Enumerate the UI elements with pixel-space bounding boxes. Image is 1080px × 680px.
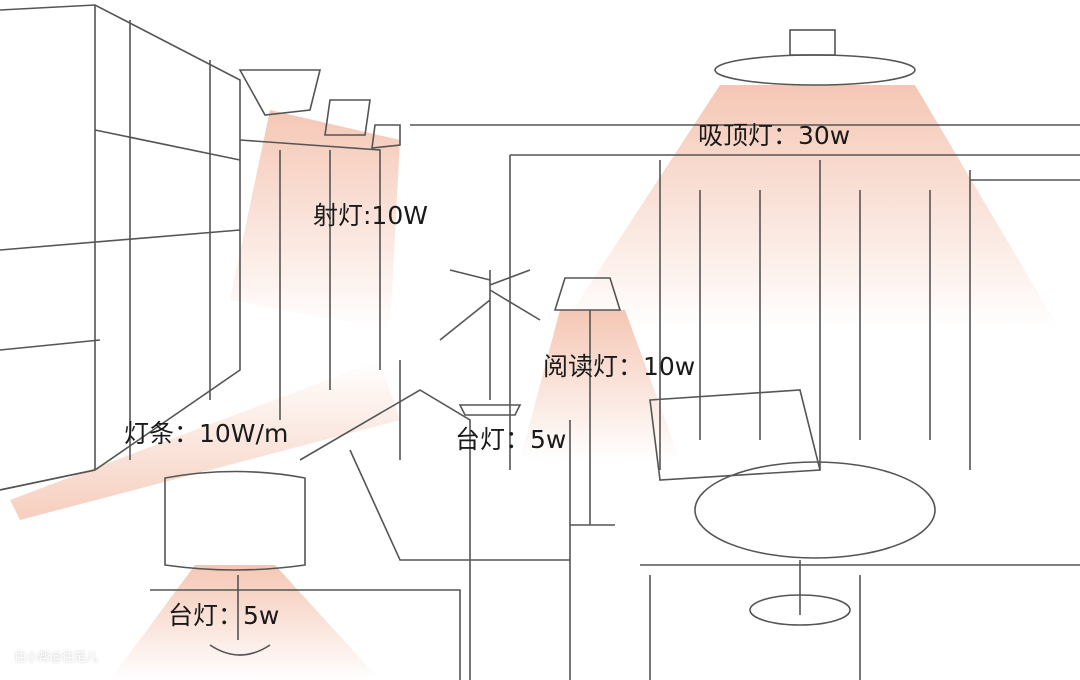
reading-lamp-label: 阅读灯：10w	[543, 352, 696, 381]
watermark: 住小帮@住范儿	[14, 650, 99, 664]
light-strip-label: 灯条：10W/m	[124, 419, 289, 448]
ceiling-light-label: 吸顶灯：30w	[698, 121, 851, 150]
sketch-lines	[0, 4, 1080, 680]
light-glows	[10, 85, 1060, 680]
table-lamp-mid-label: 台灯：5w	[455, 425, 567, 454]
table-lamp-front-label: 台灯：5w	[168, 601, 280, 630]
spotlight-label: 射灯:10W	[313, 201, 428, 230]
